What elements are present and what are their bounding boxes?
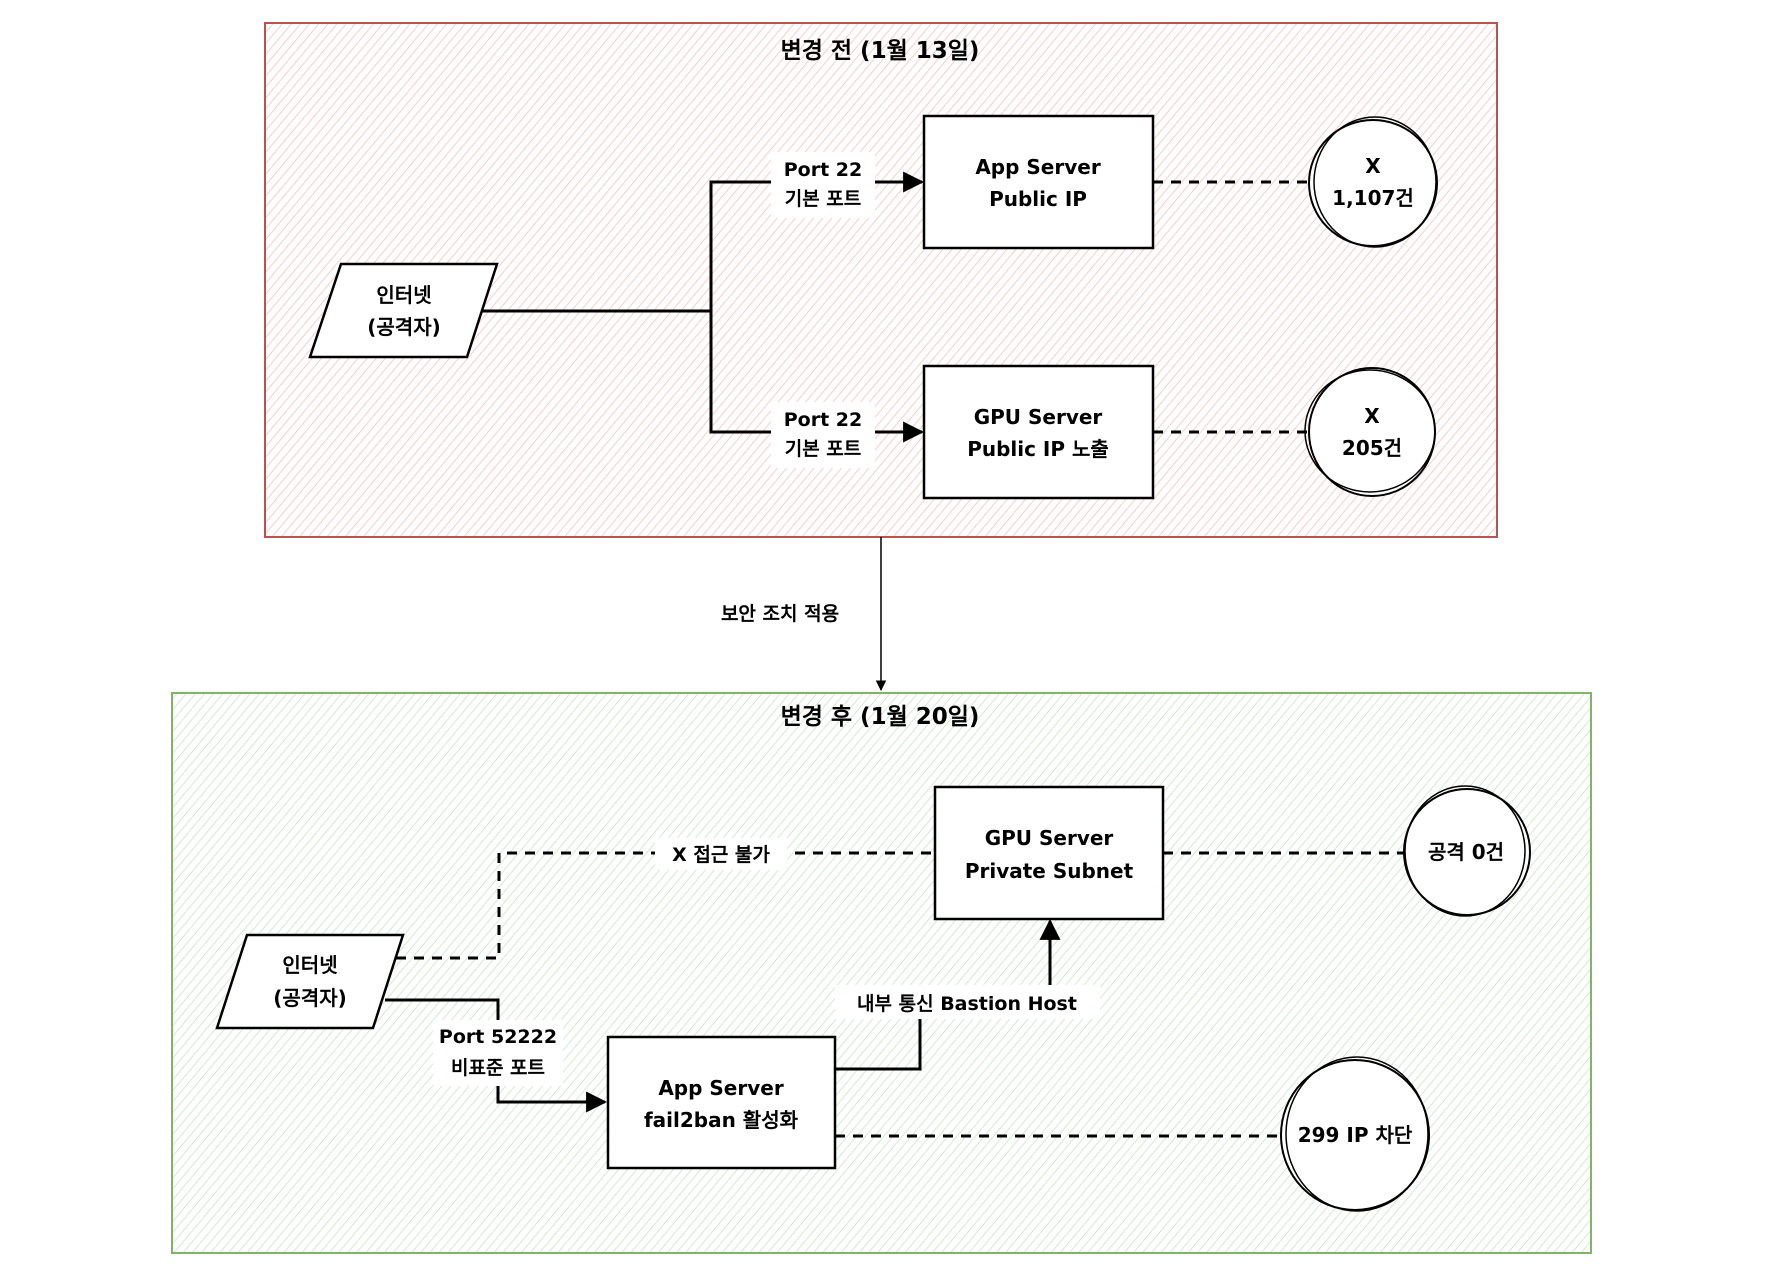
result-circle bbox=[1280, 1059, 1430, 1211]
server-box bbox=[922, 364, 1155, 500]
after-group: 변경 후 (1월 20일) 인터넷 (공격자) X 접근 불가 Port 522… bbox=[171, 692, 1592, 1254]
after-title: 변경 후 (1월 20일) bbox=[781, 704, 980, 730]
before-title: 변경 전 (1월 13일) bbox=[781, 38, 980, 64]
result-circle-sketch bbox=[1313, 116, 1437, 248]
x-mark-icon: X bbox=[1365, 154, 1381, 178]
edge-label-line2: 기본 포트 bbox=[785, 188, 862, 210]
bastion-label-text: 내부 통신 Bastion Host bbox=[857, 993, 1077, 1015]
after-gpu-server-line2: Private Subnet bbox=[965, 859, 1134, 883]
edge-label-line1: Port 22 bbox=[784, 159, 863, 181]
after-blocked-label: X 접근 불가 bbox=[655, 838, 787, 870]
result-circle-sketch bbox=[1285, 1056, 1429, 1212]
before-gpu-result-node[interactable]: X 205건 bbox=[1304, 367, 1436, 497]
after-gpu-result-node[interactable]: 공격 0건 bbox=[1403, 785, 1531, 917]
before-edge-gpu-label: Port 22 기본 포트 bbox=[771, 402, 875, 468]
after-app-server-line2: fail2ban 활성화 bbox=[644, 1108, 799, 1132]
edge-label-line1: Port 52222 bbox=[439, 1026, 557, 1048]
after-bastion-label: 내부 통신 Bastion Host bbox=[835, 985, 1100, 1019]
before-edge-app-label: Port 22 기본 포트 bbox=[771, 152, 875, 218]
before-internet-line2: (공격자) bbox=[367, 315, 440, 339]
before-gpu-server-line2: Public IP 노출 bbox=[967, 437, 1109, 461]
before-internet-line1: 인터넷 bbox=[376, 283, 431, 307]
after-app-server-line1: App Server bbox=[658, 1076, 784, 1100]
after-gpu-result-text: 공격 0건 bbox=[1428, 840, 1504, 864]
before-app-server-node[interactable]: App Server Public IP bbox=[922, 114, 1155, 250]
before-group: 변경 전 (1월 13일) 인터넷 (공격자) Port 22 기본 포트 Po… bbox=[264, 22, 1498, 538]
after-app-result-node[interactable]: 299 IP 차단 bbox=[1280, 1056, 1430, 1212]
before-app-server-line1: App Server bbox=[975, 155, 1101, 179]
before-internet-node[interactable]: 인터넷 (공격자) bbox=[308, 262, 499, 359]
result-circle-sketch bbox=[1304, 369, 1436, 493]
after-internet-line1: 인터넷 bbox=[282, 953, 337, 977]
result-circle bbox=[1403, 788, 1531, 916]
before-app-result-node[interactable]: X 1,107건 bbox=[1308, 116, 1438, 248]
server-box bbox=[606, 1035, 837, 1170]
after-bastion-edge bbox=[835, 1018, 922, 1071]
after-gpu-server-node[interactable]: GPU Server Private Subnet bbox=[933, 785, 1165, 921]
server-box bbox=[922, 114, 1155, 250]
after-edge-app-label: Port 52222 비표준 포트 bbox=[433, 1020, 563, 1086]
blocked-label-text: X 접근 불가 bbox=[672, 844, 770, 866]
after-app-server-node[interactable]: App Server fail2ban 활성화 bbox=[606, 1035, 837, 1170]
after-internet-line2: (공격자) bbox=[273, 986, 346, 1010]
result-circle bbox=[1308, 119, 1438, 247]
before-app-result-count: 1,107건 bbox=[1332, 186, 1414, 210]
before-gpu-server-node[interactable]: GPU Server Public IP 노출 bbox=[922, 364, 1155, 500]
x-mark-icon: X bbox=[1364, 404, 1380, 428]
before-gpu-result-count: 205건 bbox=[1342, 436, 1402, 460]
after-gpu-server-line1: GPU Server bbox=[985, 826, 1114, 850]
before-app-server-line2: Public IP bbox=[989, 187, 1087, 211]
after-internet-node[interactable]: 인터넷 (공격자) bbox=[215, 933, 405, 1030]
edge-label-line2: 기본 포트 bbox=[785, 438, 862, 460]
parallelogram-shape bbox=[215, 933, 405, 1030]
server-box bbox=[933, 785, 1165, 921]
edge-label-line2: 비표준 포트 bbox=[451, 1057, 545, 1079]
parallelogram-shape bbox=[308, 262, 499, 359]
edge-label-line1: Port 22 bbox=[784, 409, 863, 431]
before-gpu-server-line1: GPU Server bbox=[974, 405, 1103, 429]
transition-label: 보안 조치 적용 bbox=[721, 603, 839, 625]
after-app-result-text: 299 IP 차단 bbox=[1298, 1123, 1413, 1147]
result-circle-sketch bbox=[1404, 785, 1526, 917]
